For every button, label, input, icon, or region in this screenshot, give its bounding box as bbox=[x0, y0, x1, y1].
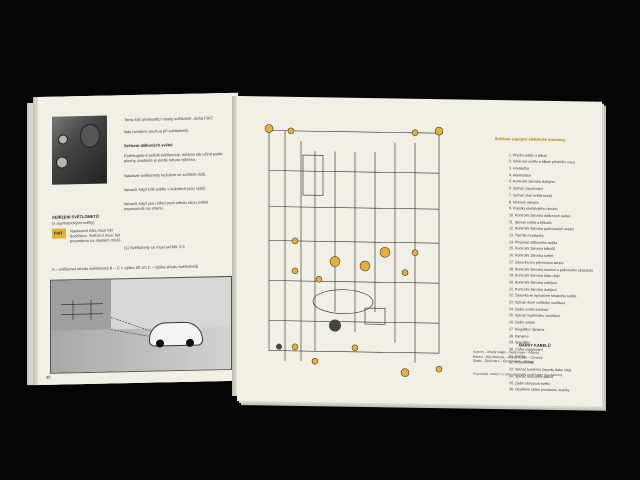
car-illustration bbox=[149, 321, 203, 348]
scene-caption: A – světlomet středu světlometů B – C = … bbox=[52, 263, 198, 272]
wiring-diagram bbox=[264, 124, 444, 377]
caption-top-2: Nás uvedene pochua při světlometů. bbox=[124, 127, 189, 135]
wheel bbox=[186, 338, 194, 347]
footnote: (1) Světlomety se musí seřídit: 2,5 bbox=[124, 243, 185, 251]
legend-title: Schéma zapojení elektrické soustavy bbox=[495, 136, 566, 143]
paragraph: Nastavení čela musí být dodrženo. Seříze… bbox=[70, 227, 122, 244]
cable-colors-title: BARVY KABELŮ bbox=[519, 342, 551, 348]
right-page: Schéma zapojení elektrické soustavy 1. P… bbox=[237, 96, 602, 407]
paragraph: Nastavte světlomety kuželem se světlem d… bbox=[124, 171, 207, 179]
caption-top: Tento klíč přemostitcí nosky světlomet. … bbox=[124, 115, 214, 123]
beam-lines bbox=[61, 299, 162, 339]
section-title: Seřízení dálkových světel bbox=[124, 142, 173, 149]
cable-colors: Azzurro – Modrý Grigio – Šedý Rosa – Růž… bbox=[473, 350, 593, 366]
fiat-badge: FIAT bbox=[52, 228, 66, 239]
left-page: Tento klíč přemostitcí nosky světlomet. … bbox=[38, 92, 238, 385]
paragraph: Potřebujete-li seřídit světlomety, můžet… bbox=[124, 151, 223, 164]
legend-item: 36. Osvětlení státní poznávací značky bbox=[509, 387, 570, 393]
paragraph: Nevadí, když jsou střed proti středu obo… bbox=[124, 199, 209, 212]
paragraph: Nevadí, když bílé světlo v kuželech jsou… bbox=[124, 185, 207, 193]
wheel bbox=[156, 339, 164, 348]
headlight-photo bbox=[52, 115, 107, 185]
page-number: 30 bbox=[46, 374, 51, 380]
subheading-2: (s asymetrickými světly) bbox=[52, 219, 95, 226]
headlight-alignment-illustration bbox=[50, 275, 232, 374]
